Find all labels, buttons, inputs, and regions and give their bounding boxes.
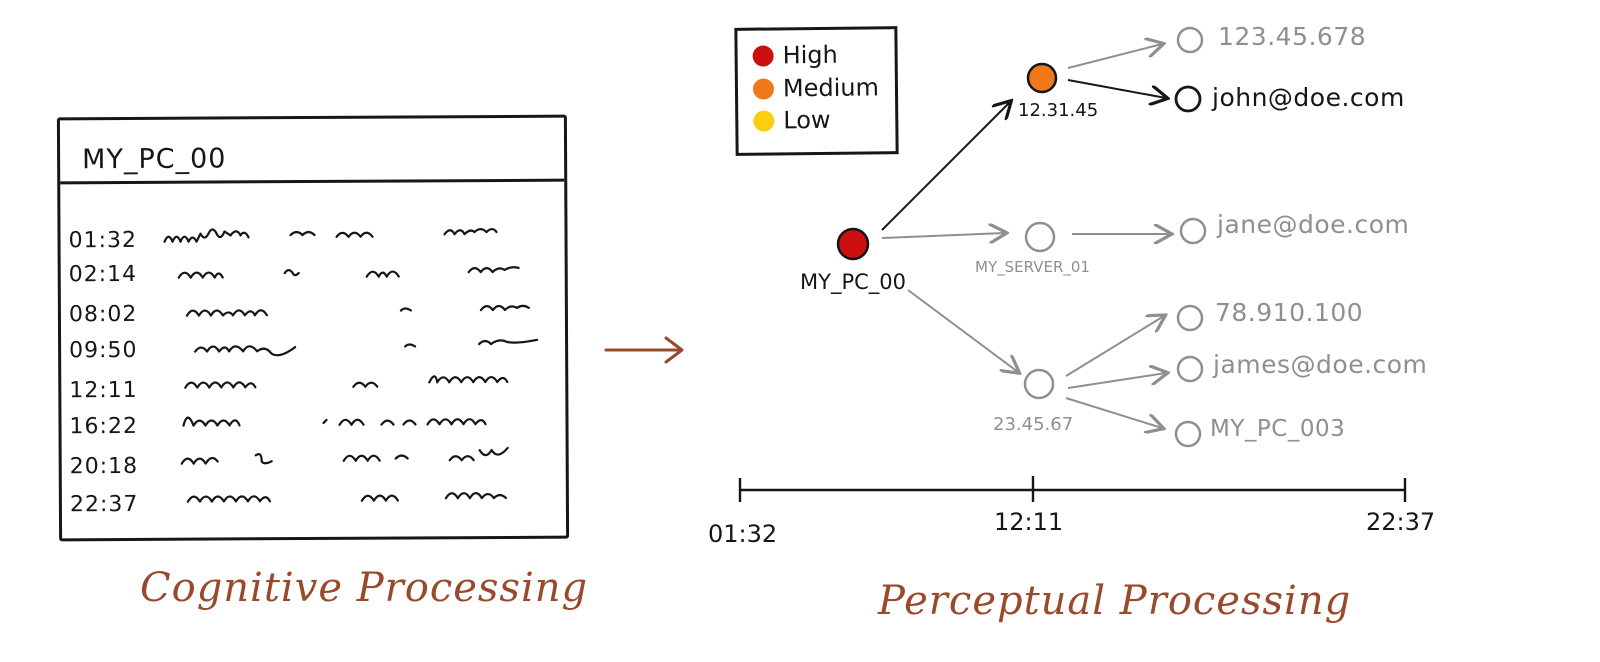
target-label: james@doe.com xyxy=(1213,350,1428,379)
target-node-icon[interactable] xyxy=(1179,217,1207,245)
target-label: MY_PC_003 xyxy=(1210,416,1346,442)
intermediate-node-label: MY_SERVER_01 xyxy=(975,258,1090,276)
timeline-tick-label: 01:32 xyxy=(708,520,778,548)
edge-12-31-45-to-john xyxy=(1067,79,1166,98)
target-node-icon[interactable] xyxy=(1176,355,1204,383)
timeline-tick-label: 12:11 xyxy=(994,508,1064,536)
ip-node-icon[interactable] xyxy=(1023,368,1055,400)
high-severity-node-icon xyxy=(836,227,870,261)
target-node-icon[interactable] xyxy=(1176,26,1204,54)
target-label: john@doe.com xyxy=(1212,83,1405,112)
left-caption: Cognitive Processing xyxy=(140,565,589,611)
right-caption: Perceptual Processing xyxy=(878,578,1352,624)
target-node-icon[interactable] xyxy=(1174,85,1202,113)
intermediate-node-label: 23.45.67 xyxy=(993,414,1074,435)
log-scribbles xyxy=(163,227,539,503)
edge-source-to-my-server-01 xyxy=(881,233,1005,238)
server-node-icon[interactable] xyxy=(1024,221,1056,253)
target-node-icon[interactable] xyxy=(1174,420,1202,448)
target-node-icon[interactable] xyxy=(1176,304,1204,332)
timeline-tick-label: 22:37 xyxy=(1366,508,1436,536)
timeline xyxy=(738,476,1407,502)
edge-23-45-67-to-78-910-100 xyxy=(1065,316,1164,377)
target-label: 123.45.678 xyxy=(1218,22,1367,51)
edge-source-to-23-45-67 xyxy=(907,289,1018,372)
edge-23-45-67-to-my-pc-003 xyxy=(1065,397,1162,428)
medium-severity-node-icon[interactable] xyxy=(1026,62,1058,94)
target-label: jane@doe.com xyxy=(1217,210,1410,239)
target-label: 78.910.100 xyxy=(1215,298,1364,327)
source-node-label: MY_PC_00 xyxy=(800,270,906,294)
intermediate-node-label: 12.31.45 xyxy=(1018,100,1099,121)
transition-arrow-icon xyxy=(604,336,684,364)
log-panel: MY_PC_00 01:32 02:14 08:02 09:50 12:11 1… xyxy=(56,114,570,542)
source-node[interactable] xyxy=(836,227,870,261)
edge-source-to-12-31-45 xyxy=(881,102,1010,231)
edge-12-31-45-to-123-45-678 xyxy=(1067,44,1162,69)
edge-23-45-67-to-james xyxy=(1067,373,1166,389)
